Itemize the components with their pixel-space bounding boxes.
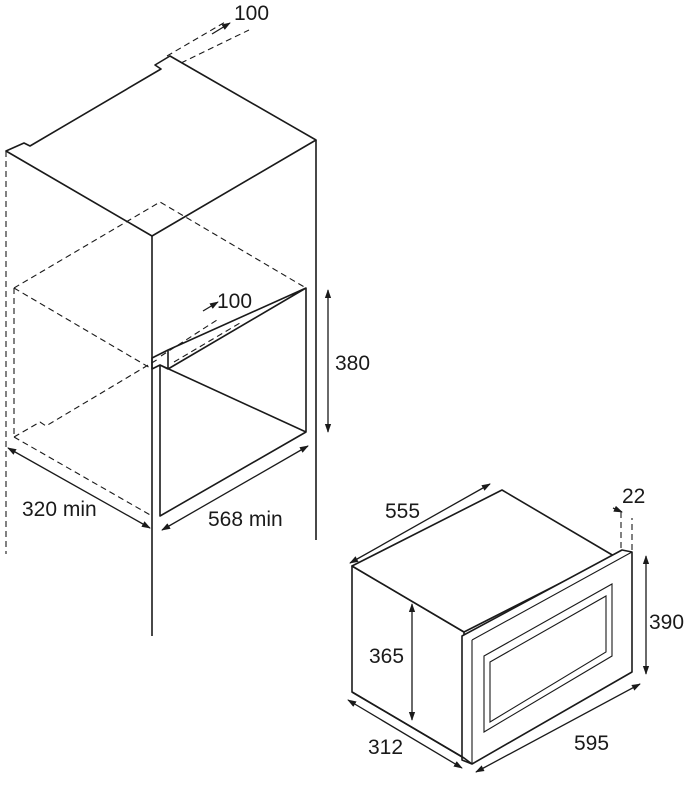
appliance-depth-arrow [349, 483, 491, 564]
cabinet-assembly: 100 100 380 320 min 568 min [5, 2, 370, 636]
appliance-height-label: 390 [649, 611, 684, 634]
appliance-assembly: 555 22 390 365 312 595 [347, 483, 684, 773]
panel-thickness-arrow [612, 505, 623, 513]
cabinet-depth-label: 320 min [22, 498, 97, 521]
niche-depth-dim-line-b [173, 322, 241, 363]
niche-height-label: 380 [335, 352, 370, 375]
top-depth-dim-line-a [166, 20, 228, 57]
front-panel-edge [471, 551, 633, 764]
appliance-width-label: 595 [574, 732, 609, 755]
niche-depth-dim-line-a [160, 319, 218, 357]
niche-outline [151, 287, 307, 517]
niche-width-label: 568 min [208, 508, 283, 531]
top-depth-arrow [211, 22, 231, 35]
niche-depth-label: 100 [217, 290, 252, 313]
body-depth-arrow [347, 699, 463, 769]
cabinet-depth-arrow [7, 447, 151, 529]
panel-thickness-label: 22 [622, 485, 645, 508]
appliance-depth-label: 555 [385, 500, 420, 523]
top-depth-label: 100 [234, 2, 269, 25]
body-depth-label: 312 [368, 736, 403, 759]
appliance-width-arrow [475, 683, 641, 773]
niche-width-arrow [161, 445, 309, 531]
cabinet-top-outline [5, 55, 317, 237]
cabinet-hidden-edges [13, 201, 307, 517]
body-height-label: 365 [369, 645, 404, 668]
top-depth-dim-line-b [180, 29, 250, 64]
niche-depth-arrow [202, 301, 219, 312]
